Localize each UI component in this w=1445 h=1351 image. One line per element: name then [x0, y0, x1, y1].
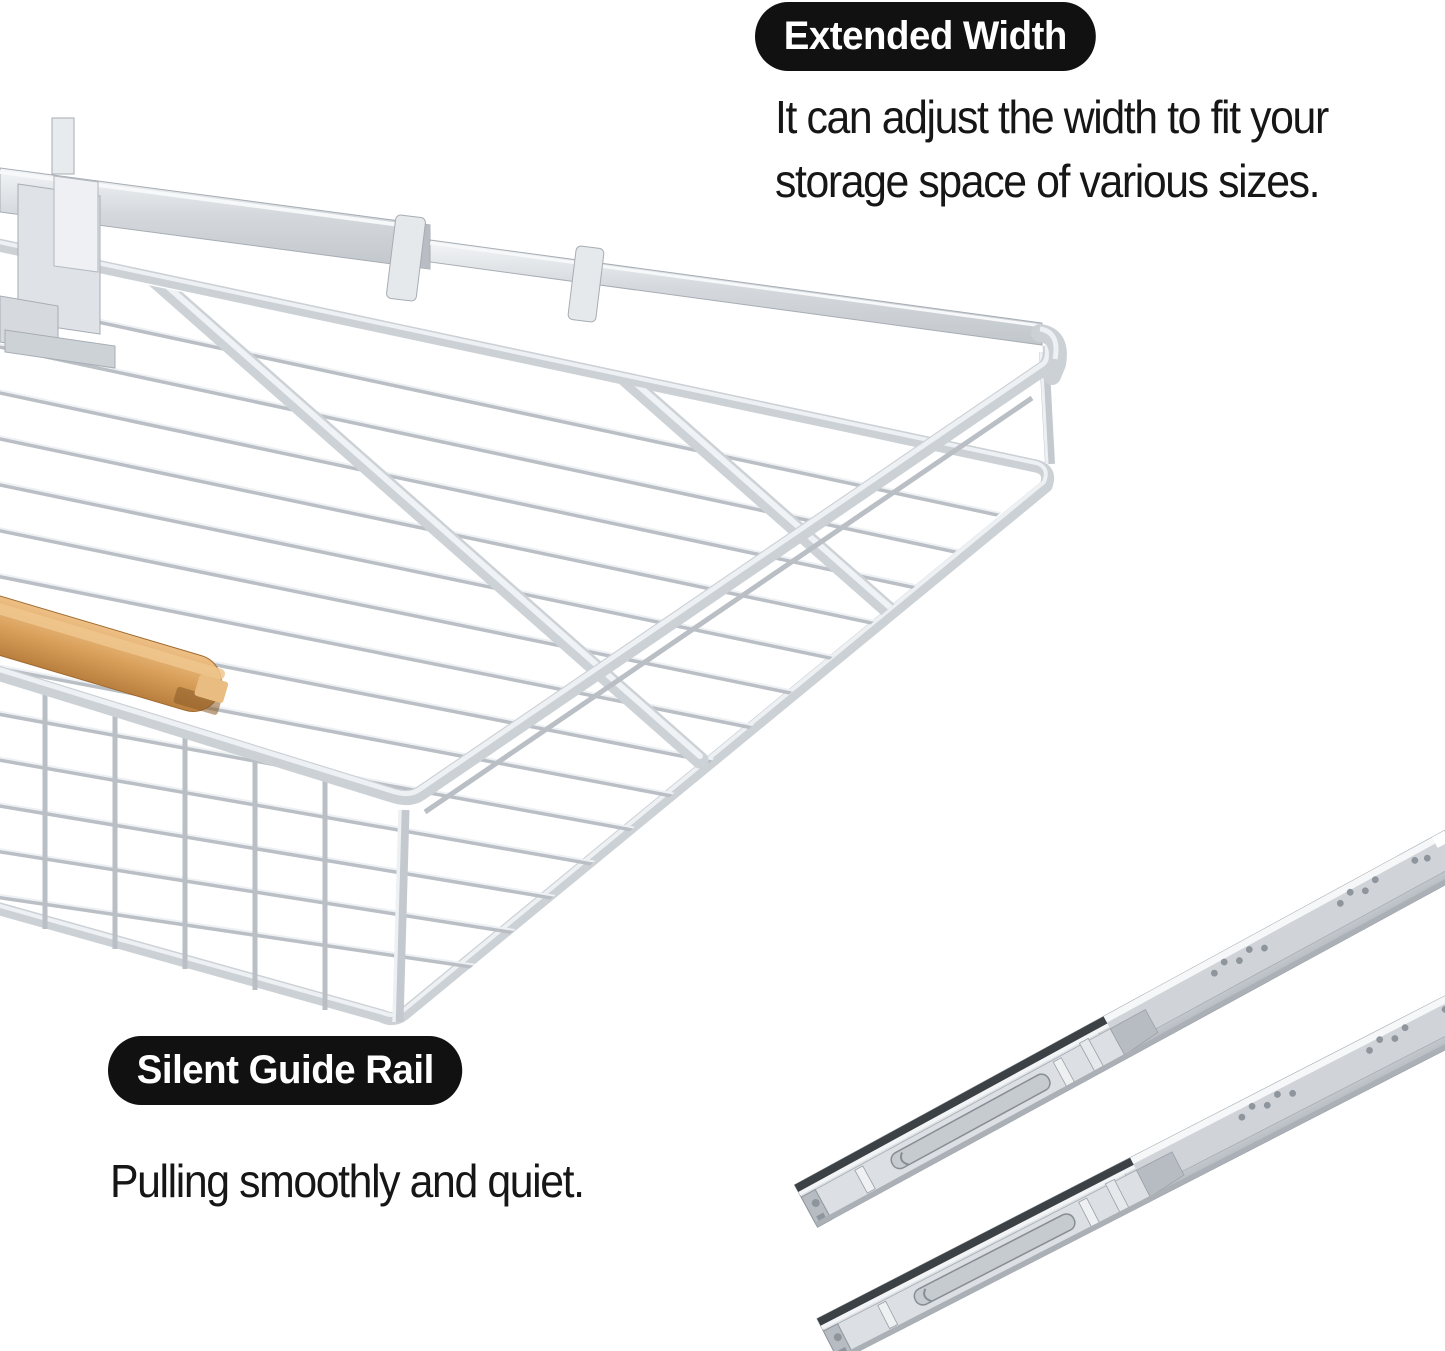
silent-guide-rail-description: Pulling smoothly and quiet.: [110, 1149, 585, 1213]
mounting-bracket: [0, 117, 116, 369]
callout-extended-width: Extended Width It can adjust the width t…: [755, 2, 1369, 213]
rail-clip: [567, 245, 605, 323]
base-crossbars: [141, 248, 994, 769]
extendable-back-rail: [0, 167, 1067, 385]
rail-clip: [386, 214, 426, 302]
description-line: It can adjust the width to fit your: [775, 91, 1329, 143]
description-line: storage space of various sizes.: [775, 155, 1320, 207]
extended-width-description: It can adjust the width to fit your stor…: [775, 85, 1329, 213]
callout-silent-guide-rail: Silent Guide Rail Pulling smoothly and q…: [108, 1036, 619, 1213]
silent-guide-rail-badge: Silent Guide Rail: [108, 1036, 463, 1105]
slide-rails-illustration: [793, 829, 1445, 1351]
basket-base-frame: [0, 238, 1055, 1026]
wooden-handle: [0, 588, 229, 715]
description-line: Pulling smoothly and quiet.: [110, 1155, 585, 1207]
extended-width-badge: Extended Width: [755, 2, 1096, 71]
pull-out-basket-illustration: [0, 117, 1067, 1032]
front-wall-wires: [42, 688, 328, 1010]
side-wall-wire: [423, 395, 1034, 815]
